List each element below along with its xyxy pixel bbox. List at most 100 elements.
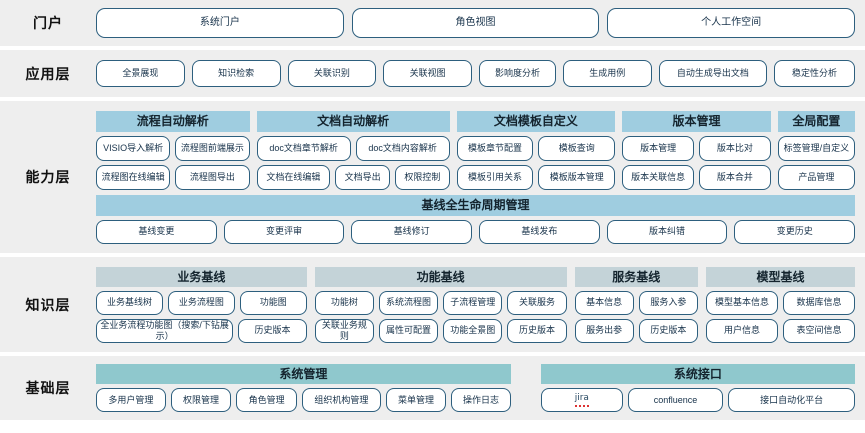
- portal-item-2[interactable]: 个人工作空间: [607, 8, 856, 38]
- group-title: 业务基线: [96, 266, 307, 287]
- group-title: 流程自动解析: [96, 110, 250, 132]
- group-title: 服务基线: [574, 266, 698, 287]
- base-item-org-manage[interactable]: 组织机构管理: [301, 388, 381, 412]
- base-item-operation-log[interactable]: 操作日志: [451, 388, 511, 412]
- group-row: doc文档章节解析 doc文档内容解析: [256, 135, 450, 161]
- k-item-history-version[interactable]: 历史版本: [638, 318, 698, 343]
- lifecycle-title: 基线全生命周期管理: [96, 194, 855, 216]
- portal-item-1[interactable]: 角色视图: [351, 8, 600, 38]
- application-pill-row: 全景展现 知识检索 关联识别 关联视图 影响度分析 生成用例 自动生成导出文档 …: [96, 60, 855, 87]
- k-item-basic-info[interactable]: 基本信息: [574, 290, 634, 315]
- k-item-business-flowchart[interactable]: 业务流程图: [167, 290, 235, 315]
- group-row: 关联业务规则 属性可配置 功能全景图 历史版本: [314, 318, 567, 343]
- group-row: 版本管理 版本比对: [622, 135, 771, 161]
- k-item-history-version[interactable]: 历史版本: [238, 318, 307, 343]
- capability-content: 流程自动解析 VISIO导入解析 流程图前端展示 流程图在线编辑 流程图导出 文…: [96, 110, 856, 244]
- k-item-history-version[interactable]: 历史版本: [507, 318, 567, 343]
- cap-item-template-reference[interactable]: 模板引用关系: [456, 164, 534, 190]
- k-item-configurable-attribute[interactable]: 属性可配置: [378, 318, 439, 343]
- cap-item-visio-import[interactable]: VISIO导入解析: [96, 135, 171, 161]
- group-row: 模型基本信息 数据库信息: [705, 290, 856, 315]
- cap-item-permission-control[interactable]: 权限控制: [394, 164, 450, 190]
- cap-item-flowchart-frontend[interactable]: 流程图前端展示: [175, 135, 250, 161]
- cap-item-template-chapter-config[interactable]: 模板章节配置: [456, 135, 534, 161]
- group-row: 功能树 系统流程图 子流程管理 关联服务: [314, 290, 567, 315]
- app-item-2[interactable]: 关联识别: [287, 60, 377, 87]
- layer-label-capability: 能力层: [25, 169, 71, 185]
- group-title: 系统接口: [540, 364, 855, 384]
- app-item-4[interactable]: 影响度分析: [479, 60, 556, 87]
- cap-item-flowchart-edit[interactable]: 流程图在线编辑: [96, 164, 171, 190]
- k-item-related-service[interactable]: 关联服务: [507, 290, 567, 315]
- base-item-multi-user-manage[interactable]: 多用户管理: [96, 388, 166, 412]
- capability-group-version: 版本管理 版本管理 版本比对 版本关联信息 版本合并: [622, 110, 771, 190]
- layer-knowledge: 知识层 业务基线 业务基线树 业务流程图 功能图 全业务流程功能图（搜索/下钻展…: [0, 257, 865, 352]
- base-item-confluence[interactable]: confluence: [627, 388, 724, 412]
- k-item-function-chart[interactable]: 功能图: [239, 290, 307, 315]
- k-item-function-tree[interactable]: 功能树: [314, 290, 374, 315]
- lifecycle-item-change-review[interactable]: 变更评审: [223, 219, 345, 244]
- cap-item-doc-online-edit[interactable]: 文档在线编辑: [256, 164, 331, 190]
- cap-item-product-manage[interactable]: 产品管理: [777, 164, 856, 190]
- lifecycle-item-baseline-change[interactable]: 基线变更: [96, 219, 217, 244]
- k-item-system-flowchart[interactable]: 系统流程图: [378, 290, 439, 315]
- group-row: 全业务流程功能图（搜索/下钻展示） 历史版本: [96, 318, 307, 343]
- lifecycle-item-baseline-release[interactable]: 基线发布: [479, 219, 600, 244]
- base-group-system-interface: 系统接口 jira confluence 接口自动化平台: [540, 364, 855, 412]
- group-title: 版本管理: [622, 110, 771, 132]
- cap-item-flowchart-export[interactable]: 流程图导出: [175, 164, 250, 190]
- base-item-role-manage[interactable]: 角色管理: [236, 388, 297, 412]
- portal-item-0[interactable]: 系统门户: [96, 8, 344, 38]
- k-item-tablespace-info[interactable]: 表空间信息: [782, 318, 856, 343]
- cap-item-version-merge[interactable]: 版本合并: [698, 164, 771, 190]
- k-item-model-basic-info[interactable]: 模型基本信息: [705, 290, 778, 315]
- k-item-service-input[interactable]: 服务入参: [638, 290, 698, 315]
- k-item-function-panorama[interactable]: 功能全景图: [443, 318, 503, 343]
- k-item-user-info[interactable]: 用户信息: [705, 318, 778, 343]
- base-group-list: 系统管理 多用户管理 权限管理 角色管理 组织机构管理 菜单管理 操作日志 系统…: [96, 364, 855, 412]
- group-title: 模型基线: [705, 266, 856, 287]
- k-item-database-info[interactable]: 数据库信息: [782, 290, 856, 315]
- cap-item-template-query[interactable]: 模板查询: [538, 135, 616, 161]
- group-row: 版本关联信息 版本合并: [622, 164, 771, 190]
- base-item-menu-manage[interactable]: 菜单管理: [385, 388, 447, 412]
- app-item-0[interactable]: 全景展现: [96, 60, 185, 87]
- lifecycle-item-baseline-revise[interactable]: 基线修订: [351, 219, 473, 244]
- layer-body-base: 系统管理 多用户管理 权限管理 角色管理 组织机构管理 菜单管理 操作日志 系统…: [96, 364, 865, 412]
- base-group-system-management: 系统管理 多用户管理 权限管理 角色管理 组织机构管理 菜单管理 操作日志: [96, 364, 511, 412]
- app-item-3[interactable]: 关联视图: [383, 60, 472, 87]
- cap-item-version-manage[interactable]: 版本管理: [622, 135, 694, 161]
- group-title: 文档模板自定义: [456, 110, 616, 132]
- base-item-api-automation-platform[interactable]: 接口自动化平台: [728, 388, 855, 412]
- base-item-jira[interactable]: jira: [540, 388, 623, 412]
- cap-item-doc-content-parse[interactable]: doc文档内容解析: [355, 135, 450, 161]
- layer-capability: 能力层 流程自动解析 VISIO导入解析 流程图前端展示 流程图在线编辑 流程图…: [0, 101, 865, 253]
- layer-body-application: 全景展现 知识检索 关联识别 关联视图 影响度分析 生成用例 自动生成导出文档 …: [96, 60, 865, 87]
- k-item-full-business-flow-chart[interactable]: 全业务流程功能图（搜索/下钻展示）: [96, 318, 234, 343]
- cap-item-template-version[interactable]: 模板版本管理: [538, 164, 616, 190]
- cap-item-doc-chapter-parse[interactable]: doc文档章节解析: [256, 135, 351, 161]
- cap-item-version-relation[interactable]: 版本关联信息: [622, 164, 694, 190]
- app-item-7[interactable]: 稳定性分析: [774, 60, 855, 87]
- app-item-1[interactable]: 知识检索: [191, 60, 281, 87]
- knowledge-group-list: 业务基线 业务基线树 业务流程图 功能图 全业务流程功能图（搜索/下钻展示） 历…: [96, 266, 856, 343]
- group-row: 业务基线树 业务流程图 功能图: [96, 290, 307, 315]
- knowledge-group-model-baseline: 模型基线 模型基本信息 数据库信息 用户信息 表空间信息: [705, 266, 856, 343]
- cap-item-tag-manage[interactable]: 标签管理/自定义: [777, 135, 856, 161]
- app-item-6[interactable]: 自动生成导出文档: [658, 60, 768, 87]
- knowledge-group-business-baseline: 业务基线 业务基线树 业务流程图 功能图 全业务流程功能图（搜索/下钻展示） 历…: [96, 266, 307, 343]
- lifecycle-item-version-fix[interactable]: 版本纠错: [606, 219, 728, 244]
- k-item-service-output[interactable]: 服务出参: [574, 318, 634, 343]
- k-item-subflow-manage[interactable]: 子流程管理: [443, 290, 503, 315]
- k-item-related-business-rule[interactable]: 关联业务规则: [314, 318, 374, 343]
- capability-group-global-config: 全局配置 标签管理/自定义 产品管理: [777, 110, 856, 190]
- base-item-permission-manage[interactable]: 权限管理: [170, 388, 232, 412]
- app-item-5[interactable]: 生成用例: [562, 60, 652, 87]
- cap-item-doc-export[interactable]: 文档导出: [335, 164, 390, 190]
- layer-label-base: 基础层: [25, 380, 71, 396]
- group-title: 文档自动解析: [256, 110, 450, 132]
- k-item-business-baseline-tree[interactable]: 业务基线树: [96, 290, 163, 315]
- cap-item-version-compare[interactable]: 版本比对: [698, 135, 771, 161]
- lifecycle-item-change-history[interactable]: 变更历史: [734, 219, 856, 244]
